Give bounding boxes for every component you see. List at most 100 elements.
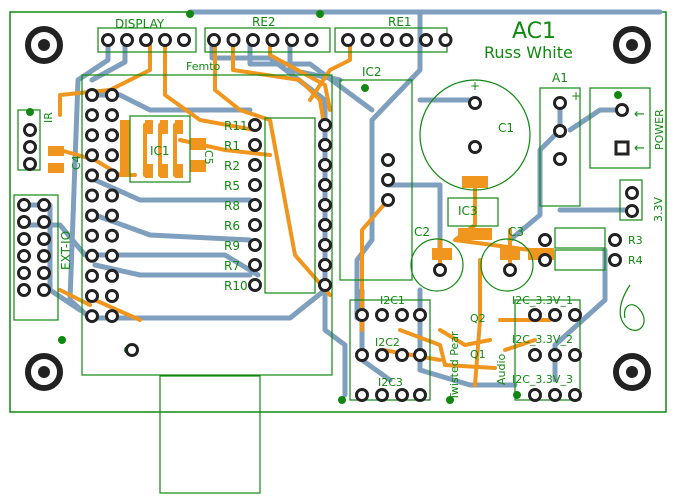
resistor-label-r7: R7 (224, 259, 240, 273)
label-a1: A1 (552, 71, 568, 85)
pad (395, 308, 409, 322)
label-ir: IR (42, 112, 55, 123)
pad (538, 233, 552, 247)
pad (248, 158, 262, 172)
label-q2: Q2 (470, 312, 486, 325)
connector-outline (159, 375, 261, 494)
label-i2c-3v3-1: I2C_3.3V_1 (512, 294, 573, 307)
label-i2c1: I2C1 (380, 294, 405, 307)
label-twisted-pear: Twisted Pear (448, 331, 461, 401)
pad (105, 208, 119, 223)
pad (120, 33, 134, 47)
pad (85, 268, 99, 283)
pad (17, 232, 31, 246)
label-re2: RE2 (252, 15, 276, 29)
pad (395, 348, 409, 362)
pad (85, 168, 99, 183)
mounting-hole-bottom-left (28, 356, 60, 388)
pad (375, 348, 389, 362)
label-ic3: IC3 (458, 204, 478, 218)
label-i2c2: I2C2 (375, 336, 400, 349)
pad (468, 96, 482, 110)
pad (528, 388, 542, 402)
label-c1-plus: + (470, 79, 480, 93)
resistor-label-r8: R8 (224, 199, 240, 213)
pad (105, 168, 119, 183)
mounting-hole-bottom-right (616, 356, 648, 388)
resistor-label-r5: R5 (224, 179, 240, 193)
label-re1: RE1 (388, 15, 412, 29)
label-c4: C4 (70, 155, 83, 170)
pad (318, 218, 332, 232)
pad (548, 388, 562, 402)
pad (85, 188, 99, 203)
pad (285, 33, 299, 47)
resistor-label-r6: R6 (224, 219, 240, 233)
pad (538, 253, 552, 267)
pad (318, 278, 332, 292)
pad (105, 108, 119, 123)
board-title: AC1 (512, 19, 556, 44)
pad (568, 348, 582, 362)
pad (105, 228, 119, 243)
pad (17, 249, 31, 263)
pad (85, 88, 99, 102)
pad (625, 204, 639, 218)
pad (101, 33, 115, 47)
pad (17, 198, 31, 212)
pad (85, 309, 99, 324)
pad (380, 33, 394, 47)
pad (17, 266, 31, 280)
pad (318, 198, 332, 212)
pad (318, 158, 332, 172)
label-3v3: 3.3V (652, 197, 665, 222)
pad (105, 309, 119, 324)
pad (548, 348, 562, 362)
pad (207, 33, 221, 47)
pad (23, 157, 37, 171)
pad (85, 248, 99, 263)
pad (355, 388, 369, 402)
pad (85, 128, 99, 143)
label-i2c-3v3-2: I2C_3.3V_2 (512, 333, 573, 346)
pad (413, 308, 427, 322)
pad (37, 232, 51, 246)
board-author: Russ White (484, 43, 573, 62)
pad (553, 96, 567, 110)
pad (248, 258, 262, 272)
pad (248, 218, 262, 232)
pad (399, 33, 414, 47)
pad (568, 388, 582, 402)
pad (37, 283, 51, 297)
pad (568, 308, 582, 322)
pad (37, 215, 51, 229)
pad (248, 118, 262, 132)
pad (413, 388, 427, 402)
pad (468, 140, 482, 154)
silkscreen-outlines (13, 27, 651, 401)
pad (318, 138, 332, 152)
pad (615, 103, 629, 117)
label-i2c3: I2C3 (378, 376, 403, 389)
mounting-hole-top-left (28, 29, 60, 61)
label-c3: C3 (508, 225, 524, 239)
pad (177, 33, 191, 47)
pad (503, 263, 517, 277)
pad (265, 33, 280, 47)
label-c5: C5 (202, 150, 215, 165)
pad (105, 248, 119, 263)
pad (318, 238, 332, 252)
pad (381, 173, 395, 187)
label-c2: C2 (414, 225, 430, 239)
pad (246, 33, 260, 47)
mounting-hole-top-right (616, 29, 648, 61)
pad (139, 33, 153, 47)
pad (105, 188, 119, 203)
label-r3: R3 (628, 234, 643, 247)
pad (318, 178, 332, 192)
pad (248, 138, 262, 152)
pad (85, 148, 99, 163)
pad (528, 348, 542, 362)
